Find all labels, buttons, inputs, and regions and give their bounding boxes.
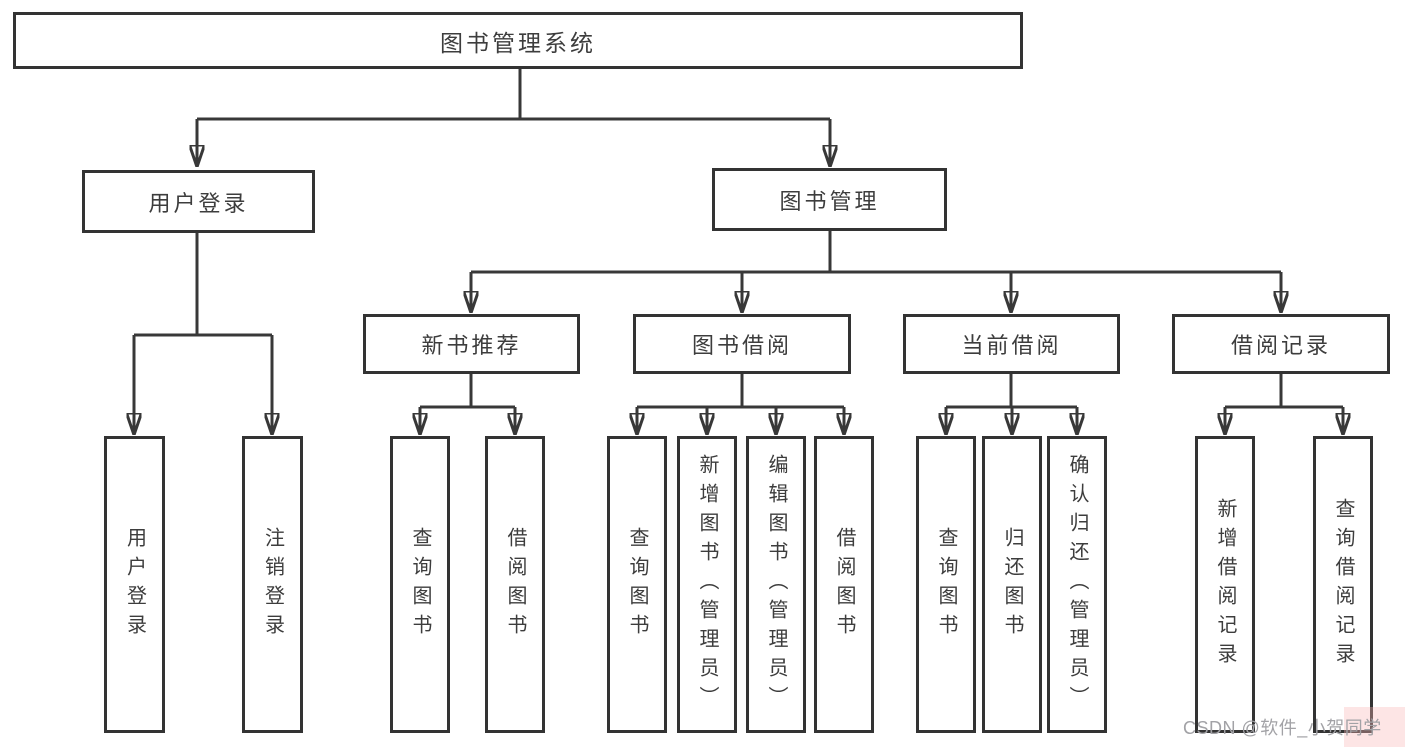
watermark-text: CSDN @软件_小贺同学: [1183, 718, 1382, 738]
node-leaf-add-borrow-record: 新增借阅记录: [1195, 436, 1255, 733]
node-leaf-add-books-admin: 新增图书（管理员）: [677, 436, 737, 733]
node-user-login: 用户登录: [82, 170, 315, 233]
node-book-management: 图书管理: [712, 168, 947, 231]
node-book-borrowing: 图书借阅: [633, 314, 851, 374]
node-library-management-system: 图书管理系统: [13, 12, 1023, 69]
node-leaf-logout: 注销登录: [242, 436, 303, 733]
node-leaf-borrow-books-recommend: 借阅图书: [485, 436, 545, 733]
node-leaf-query-borrow-record: 查询借阅记录: [1313, 436, 1373, 733]
node-leaf-user-login: 用户登录: [104, 436, 165, 733]
node-current-borrowing: 当前借阅: [903, 314, 1120, 374]
node-leaf-query-books-borrow: 查询图书: [607, 436, 667, 733]
node-leaf-query-books-current: 查询图书: [916, 436, 976, 733]
node-new-book-recommendation: 新书推荐: [363, 314, 580, 374]
node-borrowing-records: 借阅记录: [1172, 314, 1390, 374]
node-leaf-query-books-recommend: 查询图书: [390, 436, 450, 733]
watermark-highlight: [1344, 707, 1405, 747]
node-leaf-borrow-books: 借阅图书: [814, 436, 874, 733]
node-leaf-return-books: 归还图书: [982, 436, 1042, 733]
node-leaf-edit-books-admin: 编辑图书（管理员）: [746, 436, 806, 733]
node-leaf-confirm-return-admin: 确认归还（管理员）: [1047, 436, 1107, 733]
